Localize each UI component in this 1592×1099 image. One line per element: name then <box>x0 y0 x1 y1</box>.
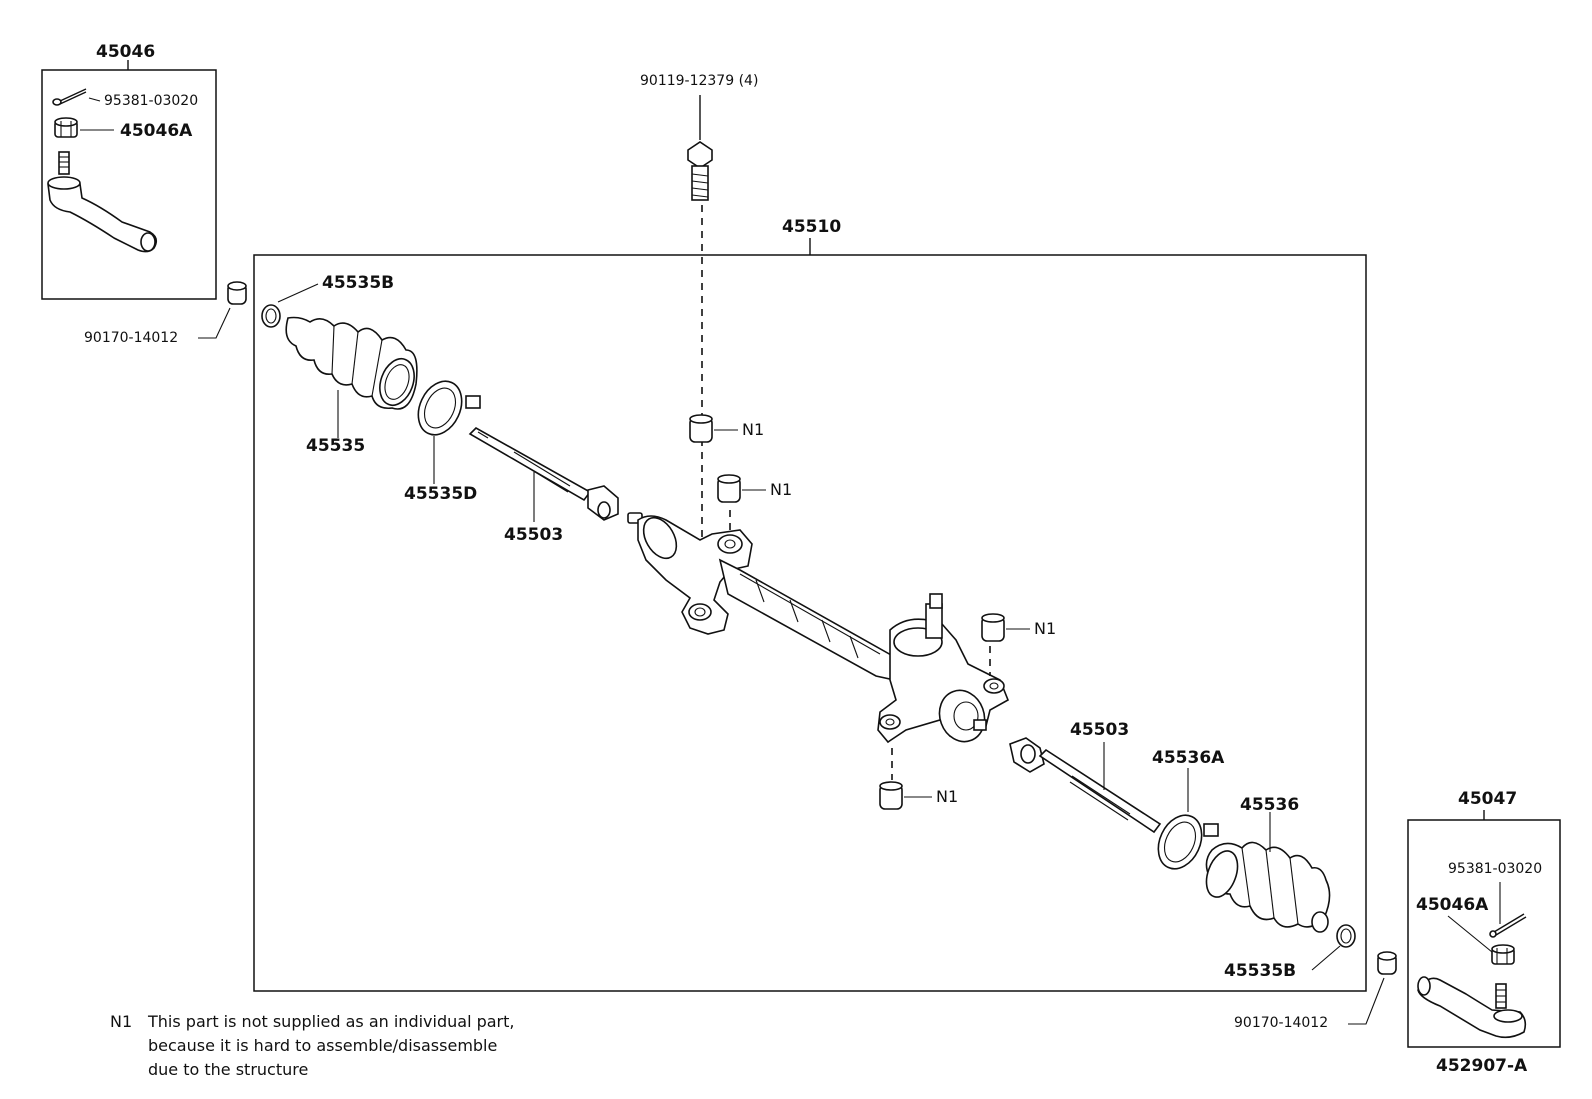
steering-gear-housing-icon <box>627 510 1010 780</box>
label-n1-d[interactable]: N1 <box>936 787 959 806</box>
label-clamp-left[interactable]: 45535D <box>404 484 478 504</box>
label-rack-end-left[interactable]: 45503 <box>504 525 564 545</box>
cotter-pin-left-icon <box>52 88 101 106</box>
boot-left-icon <box>285 316 418 438</box>
bushing-n1-c-icon <box>981 613 1030 642</box>
castle-nut-left-icon <box>54 117 114 138</box>
label-cotter-pin-right[interactable]: 95381-03020 <box>1448 861 1543 877</box>
tie-rod-end-right-icon <box>1417 976 1527 1039</box>
label-clamp-right[interactable]: 45536A <box>1152 748 1225 768</box>
clip-left-icon <box>261 283 319 328</box>
clamp-right-icon <box>1157 770 1219 870</box>
tie-rod-end-left-box <box>41 60 217 300</box>
label-clip-right[interactable]: 45535B <box>1224 961 1297 981</box>
footnote-line-3: due to the structure <box>148 1060 309 1079</box>
boot-right-icon <box>1205 818 1331 933</box>
castle-nut-right-icon <box>1447 915 1515 965</box>
footnote-line-1: This part is not supplied as an individu… <box>148 1012 515 1031</box>
bushing-n1-a-icon <box>689 414 738 443</box>
clamp-left-icon <box>417 380 481 484</box>
mounting-bolt-icon <box>687 95 713 600</box>
bushing-n1-d-icon <box>879 781 932 810</box>
label-n1-b[interactable]: N1 <box>770 480 793 499</box>
cotter-pin-right-icon <box>1489 882 1527 938</box>
rack-end-right-icon <box>1009 737 1162 834</box>
nut-outer-right-icon <box>1348 951 1397 1025</box>
rack-end-left-icon <box>468 427 619 522</box>
label-nut-right[interactable]: 45046A <box>1416 895 1489 915</box>
footnote-line-2: because it is hard to assemble/disassemb… <box>148 1036 498 1055</box>
figure-id: 452907-A <box>1436 1056 1528 1076</box>
footnote: N1 This part is not supplied as an indiv… <box>110 1010 630 1086</box>
tie-rod-end-left-icon <box>47 151 158 253</box>
footnote-ref: N1 <box>110 1012 133 1031</box>
label-boot-right[interactable]: 45536 <box>1240 795 1300 815</box>
clip-right-icon <box>1311 924 1356 971</box>
label-rack-end-right[interactable]: 45503 <box>1070 720 1130 740</box>
label-tie-rod-end-left[interactable]: 45046 <box>96 42 156 62</box>
label-cotter-pin-left[interactable]: 95381-03020 <box>104 93 199 109</box>
label-nut-outer-right[interactable]: 90170-14012 <box>1234 1015 1329 1031</box>
label-boot-left[interactable]: 45535 <box>306 436 366 456</box>
label-clip-left[interactable]: 45535B <box>322 273 395 293</box>
label-nut-left[interactable]: 45046A <box>120 121 193 141</box>
label-n1-c[interactable]: N1 <box>1034 619 1057 638</box>
nut-outer-left-icon <box>198 281 247 339</box>
label-bolt[interactable]: 90119-12379 (4) <box>640 73 759 89</box>
gear-assembly-frame <box>253 238 1367 992</box>
tie-rod-end-right-box <box>1407 810 1561 1048</box>
label-gear-assembly[interactable]: 45510 <box>782 217 842 237</box>
label-n1-a[interactable]: N1 <box>742 420 765 439</box>
label-nut-outer-left[interactable]: 90170-14012 <box>84 330 179 346</box>
label-tie-rod-end-right[interactable]: 45047 <box>1458 789 1518 809</box>
bushing-n1-b-icon <box>717 474 766 503</box>
